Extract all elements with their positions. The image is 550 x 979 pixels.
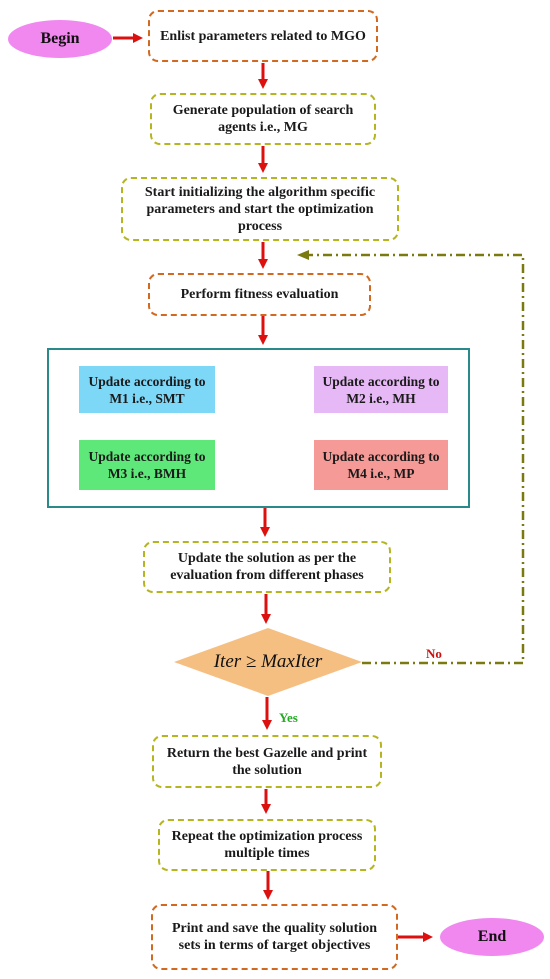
decision-diamond <box>174 628 362 696</box>
phase-m4-text: Update according to M4 i.e., MP <box>322 449 440 481</box>
step-enlist: Enlist parameters related to MGO <box>148 10 378 62</box>
decision-text: Iter ≥ MaxIter <box>213 651 323 672</box>
end-label: End <box>477 928 507 945</box>
no-label: No <box>426 646 442 661</box>
step-generate: Generate population of search agents i.e… <box>150 93 376 145</box>
end-oval: End <box>440 918 544 956</box>
phase-m3-text: Update according to M3 i.e., BMH <box>88 449 206 481</box>
decision-label: Iter ≥ MaxIter <box>174 648 362 676</box>
step-generate-text: Generate population of search agents i.e… <box>172 103 354 135</box>
yes-label: Yes <box>279 710 298 725</box>
step-repeat-text: Repeat the optimization process multiple… <box>171 829 363 861</box>
step-repeat: Repeat the optimization process multiple… <box>158 819 376 871</box>
phase-m1-text: Update according to M1 i.e., SMT <box>88 373 206 406</box>
step-return-best-text: Return the best Gazelle and print the so… <box>166 745 368 778</box>
phase-m1: Update according to M1 i.e., SMT <box>79 366 215 413</box>
step-print-save: Print and save the quality solution sets… <box>151 904 398 970</box>
step-fitness-text: Perform fitness evaluation <box>180 287 339 302</box>
step-fitness: Perform fitness evaluation <box>148 273 371 316</box>
phase-m2-text: Update according to M2 i.e., MH <box>322 373 440 406</box>
step-update-solution-text: Update the solution as per the evaluatio… <box>170 551 364 583</box>
begin-label: Begin <box>40 30 80 47</box>
begin-oval: Begin <box>8 20 112 58</box>
step-enlist-text: Enlist parameters related to MGO <box>160 28 366 44</box>
step-update-solution: Update the solution as per the evaluatio… <box>143 541 391 593</box>
phase-m2: Update according to M2 i.e., MH <box>314 366 448 413</box>
step-initialize: Start initializing the algorithm specifi… <box>121 177 399 241</box>
phase-m3: Update according to M3 i.e., BMH <box>79 440 215 490</box>
phase-m4: Update according to M4 i.e., MP <box>314 440 448 490</box>
loop-no-path <box>297 250 525 665</box>
step-return-best: Return the best Gazelle and print the so… <box>152 735 382 788</box>
step-initialize-text: Start initializing the algorithm specifi… <box>144 184 376 234</box>
step-print-save-text: Print and save the quality solution sets… <box>172 921 377 953</box>
